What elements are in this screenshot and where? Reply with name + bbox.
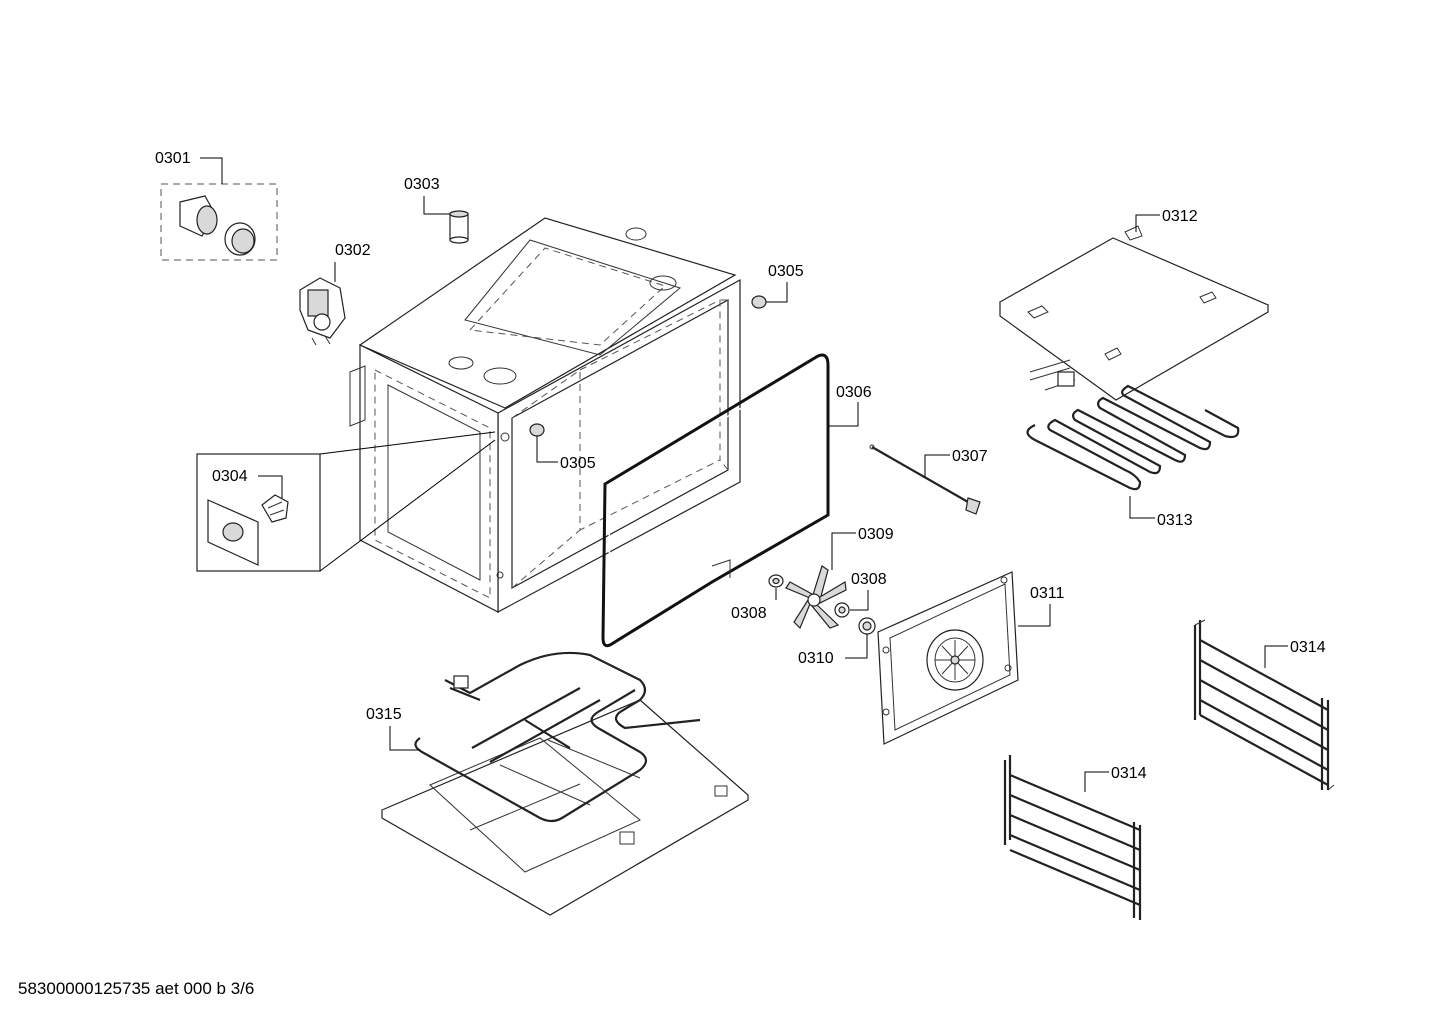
svg-text:0314: 0314 xyxy=(1290,639,1326,656)
part-0313-grill-element xyxy=(1026,359,1240,491)
svg-text:0308: 0308 xyxy=(731,605,767,622)
callout-0301: 0301 xyxy=(155,150,223,184)
part-0312-top-cover xyxy=(998,225,1270,401)
part-0303-fitting xyxy=(449,210,469,244)
part-0308-washer-right xyxy=(834,602,850,618)
part-0309-fan-wheel xyxy=(785,565,847,630)
svg-text:0308: 0308 xyxy=(851,571,887,588)
callout-0315: 0315 xyxy=(366,706,420,751)
callout-0305-upper: 0305 xyxy=(766,263,804,303)
part-0305-grommet-upper xyxy=(751,295,767,309)
svg-text:0312: 0312 xyxy=(1162,208,1198,225)
part-0304-detail xyxy=(196,431,496,572)
svg-text:0306: 0306 xyxy=(836,384,872,401)
svg-text:0310: 0310 xyxy=(798,650,834,667)
svg-text:0302: 0302 xyxy=(335,242,371,259)
callout-0308-right: 0308 xyxy=(850,571,887,611)
part-0305-grommet-lower xyxy=(529,423,545,437)
callout-0307: 0307 xyxy=(924,448,988,478)
svg-text:0305: 0305 xyxy=(560,455,596,472)
svg-text:0305: 0305 xyxy=(768,263,804,280)
callout-0305-lower: 0305 xyxy=(536,436,596,472)
callout-0314-left: 0314 xyxy=(1084,765,1147,792)
part-0306-door-seal xyxy=(601,353,830,648)
callout-0312: 0312 xyxy=(1135,208,1198,232)
callout-0310: 0310 xyxy=(798,634,868,667)
callout-0314-right: 0314 xyxy=(1264,639,1326,668)
svg-text:0314: 0314 xyxy=(1111,765,1147,782)
callout-0306: 0306 xyxy=(828,384,872,427)
callout-0304: 0304 xyxy=(212,468,283,498)
part-0311-fan-cover xyxy=(877,571,1019,745)
svg-text:0304: 0304 xyxy=(212,468,248,485)
part-0301-lamp-assembly xyxy=(160,183,278,261)
svg-text:0315: 0315 xyxy=(366,706,402,723)
oven-cavity xyxy=(349,217,741,614)
callout-0308-left: 0308 xyxy=(731,588,777,622)
part-0310-nut xyxy=(858,617,876,635)
callout-0309: 0309 xyxy=(831,526,894,570)
document-id: 58300000125735 aet 000 b 3/6 xyxy=(18,979,255,998)
svg-text:0309: 0309 xyxy=(858,526,894,543)
part-0308-washer-left xyxy=(768,574,784,588)
svg-text:0303: 0303 xyxy=(404,176,440,193)
part-0315-bottom-element xyxy=(380,651,750,916)
part-0302-motor xyxy=(299,277,346,346)
part-0307-sensor xyxy=(869,444,981,515)
callout-0303: 0303 xyxy=(404,176,450,215)
svg-text:0307: 0307 xyxy=(952,448,988,465)
part-0314-rack-right xyxy=(1193,619,1335,791)
callout-0311: 0311 xyxy=(1018,585,1065,627)
svg-text:0311: 0311 xyxy=(1030,585,1065,602)
callout-0302: 0302 xyxy=(334,242,371,282)
svg-text:0313: 0313 xyxy=(1157,512,1193,529)
part-0314-rack-left xyxy=(1003,755,1142,920)
callout-0313: 0313 xyxy=(1129,496,1193,529)
svg-text:0301: 0301 xyxy=(155,150,191,167)
